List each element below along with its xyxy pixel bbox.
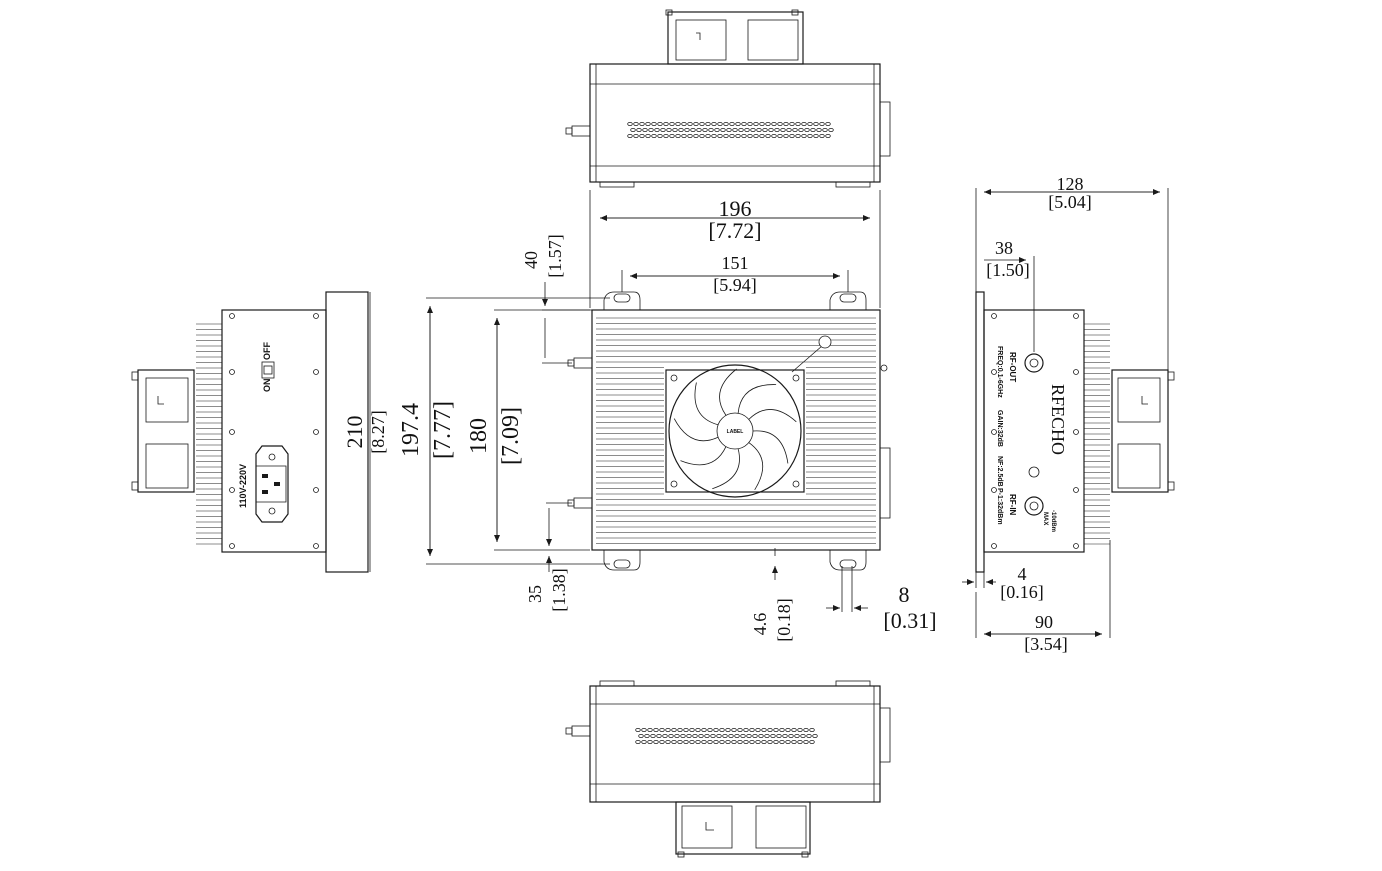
dim-side-height-in: [8.27]	[368, 410, 388, 454]
power-voltage-label: 110V-220V	[238, 464, 248, 508]
right-side-view: RFECHO RF-OUT FREQ:0.1-6GHz GAIN:32dB NF…	[975, 291, 1175, 573]
dim-mount-spacing-in: [5.94]	[713, 275, 757, 295]
dim-slot-offset-mm: 4.6	[750, 613, 770, 636]
left-side-view: ON OFF 110V-220V	[131, 291, 369, 573]
power-inlet-icon: 110V-220V	[238, 445, 289, 523]
sma-connector-icon	[565, 125, 591, 137]
dim-body-height-in: [7.09]	[498, 407, 524, 465]
rocker-switch-icon: ON OFF	[261, 342, 275, 393]
switch-on-label: ON	[262, 379, 272, 393]
dim-side-height-mm: 210	[342, 416, 367, 449]
switch-off-label: OFF	[262, 342, 272, 360]
dim-top-offset-mm: 40	[521, 251, 541, 269]
dim-flange-mm: 4	[1018, 564, 1027, 584]
dim-side-depth-mm: 128	[1057, 174, 1084, 194]
sma-connector-icon	[565, 725, 591, 737]
mounting-bracket-icon	[1111, 369, 1175, 493]
dim-port-offset-mm: 38	[995, 238, 1013, 258]
dim-port-offset-in: [1.50]	[986, 260, 1030, 280]
dim-mount-spacing-mm: 151	[722, 253, 749, 273]
dim-slot-offset-in: [0.18]	[774, 598, 794, 642]
bottom-view	[565, 680, 891, 858]
p1db-label: P-1:32dBm	[996, 488, 1003, 525]
max-input-label-2: MAX	[1042, 512, 1048, 525]
dim-bottom-offset-mm: 35	[525, 585, 545, 603]
rf-in-label: RF-IN	[1008, 494, 1017, 516]
mounting-bracket-icon	[665, 9, 804, 65]
sma-connector-icon	[1024, 496, 1044, 516]
sma-connector-icon	[567, 357, 593, 509]
vent-grille	[627, 122, 834, 138]
fan-label: LABEL	[727, 429, 744, 435]
dim-width-total-in: [7.72]	[708, 218, 761, 243]
heatsink-fins	[1084, 323, 1110, 545]
dim-body-depth-mm: 90	[1035, 612, 1053, 632]
dim-width-total-mm: 196	[719, 196, 752, 221]
front-view: LABEL	[567, 291, 891, 571]
gain-label: GAIN:32dB	[996, 410, 1003, 447]
mounting-bracket-icon	[675, 801, 811, 858]
dim-height-total-in: [7.77]	[430, 401, 456, 459]
dim-slot-width-mm: 8	[899, 582, 910, 607]
dim-height-total-mm: 197.4	[398, 403, 424, 457]
fan-icon: LABEL	[665, 364, 805, 498]
sma-connector-icon	[1024, 353, 1044, 373]
dim-bottom-offset-in: [1.38]	[549, 568, 569, 612]
heatsink-fins	[596, 317, 876, 544]
max-input-label: -10dBm	[1050, 510, 1056, 532]
brand-label: RFECHO	[1048, 384, 1068, 455]
dim-top-offset-in: [1.57]	[545, 234, 565, 278]
heatsink-fins	[196, 323, 222, 545]
dim-side-depth-in: [5.04]	[1048, 192, 1092, 212]
freq-label: FREQ:0.1-6GHz	[996, 346, 1003, 398]
top-view	[565, 9, 891, 188]
dim-body-depth-in: [3.54]	[1024, 634, 1068, 654]
dimension-lines	[369, 188, 1169, 638]
dimension-labels: 196 [7.72] 151 [5.94] 40 [1.57] 197.4 [7…	[342, 174, 1092, 654]
vent-grille	[635, 728, 818, 745]
mounting-bracket-icon	[131, 369, 195, 493]
rf-out-label: RF-OUT	[1008, 352, 1017, 382]
dim-slot-width-in: [0.31]	[883, 608, 936, 633]
nf-label: NF:2.5dB	[996, 456, 1003, 487]
dim-flange-in: [0.16]	[1000, 582, 1044, 602]
dim-body-height-mm: 180	[466, 418, 492, 454]
